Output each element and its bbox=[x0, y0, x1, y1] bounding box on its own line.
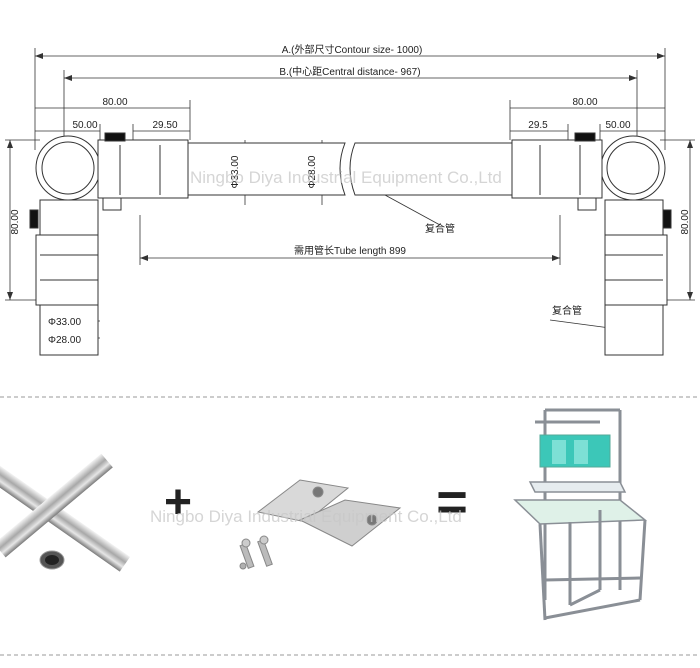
joint-right bbox=[511, 132, 672, 229]
composite-tube-label-2: 复合管 bbox=[552, 304, 582, 317]
tube-vertical-right bbox=[604, 199, 668, 356]
tube-length-label: 需用管长Tube length 899 bbox=[294, 244, 406, 257]
right-side-80-label: 80.00 bbox=[680, 209, 691, 234]
central-distance-label: B.(中心距Central distance- 967) bbox=[279, 65, 420, 78]
svg-text:+: + bbox=[164, 476, 192, 529]
joint-left bbox=[29, 132, 189, 229]
left-29-5-label: 29.50 bbox=[152, 120, 177, 131]
equals-sign: = bbox=[436, 472, 468, 532]
left-80-label: 80.00 bbox=[102, 97, 127, 108]
bottom-dia-28-label: Φ28.00 bbox=[48, 335, 81, 346]
composite-tube-label-1: 复合管 bbox=[425, 222, 455, 235]
contour-size-label: A.(外部尺寸Contour size- 1000) bbox=[282, 43, 423, 56]
watermark-bottom: Ningbo Diya Industrial Equipment Co.,Ltd bbox=[150, 507, 462, 526]
dimension-lines bbox=[5, 48, 695, 339]
left-side-80-label: 80.00 bbox=[10, 209, 21, 234]
right-50-label: 50.00 bbox=[605, 120, 630, 131]
mid-dia-28-label: Φ28.00 bbox=[307, 155, 318, 188]
watermark-top: Ningbo Diya Industrial Equipment Co.,Ltd bbox=[190, 168, 502, 187]
bottom-dia-33-label: Φ33.00 bbox=[48, 317, 81, 328]
right-29-5-label: 29.5 bbox=[528, 120, 548, 131]
arrowheads bbox=[7, 53, 693, 300]
plus-sign: + bbox=[164, 476, 192, 529]
steel-tube-image bbox=[0, 453, 131, 572]
left-50-label: 50.00 bbox=[72, 120, 97, 131]
right-80-label: 80.00 bbox=[572, 97, 597, 108]
connector-clamps-image bbox=[239, 479, 402, 570]
svg-text:=: = bbox=[436, 472, 468, 532]
tube-vertical-left bbox=[35, 199, 99, 356]
mid-dia-33-label: Φ33.00 bbox=[230, 155, 241, 188]
workbench-image bbox=[513, 408, 648, 621]
